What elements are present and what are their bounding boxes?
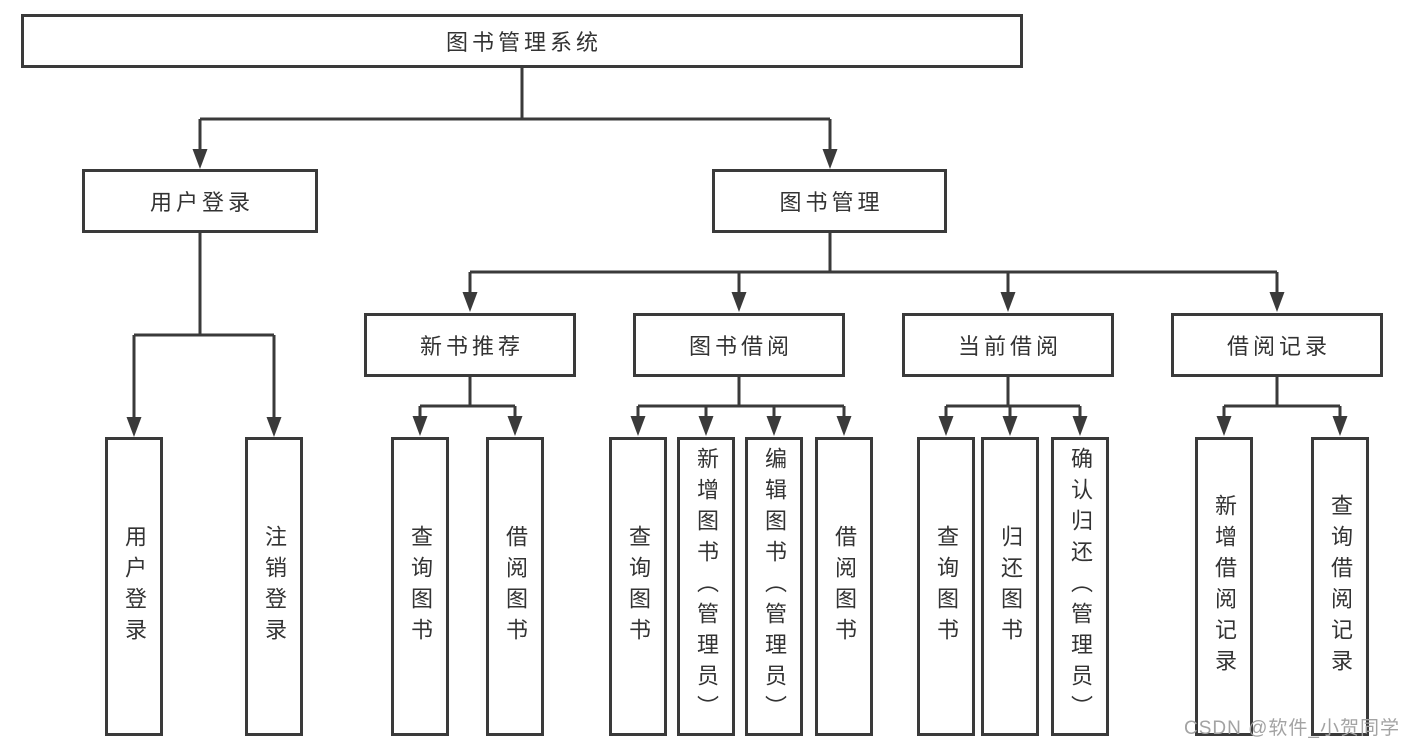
leaf-return-book: 归还图书 (981, 437, 1039, 736)
leaf-borrow-books-label: 借阅图书 (832, 524, 857, 649)
node-current-borrow: 当前借阅 (902, 313, 1114, 377)
leaf-edit-book-admin-label: 编辑图书（管理员） (762, 447, 787, 726)
leaf-query-books-current-label: 查询图书 (934, 524, 959, 649)
leaf-user-login: 用户登录 (105, 437, 163, 736)
leaf-add-borrow-record-label: 新增借阅记录 (1212, 493, 1237, 680)
node-root: 图书管理系统 (21, 14, 1023, 68)
leaf-logout: 注销登录 (245, 437, 303, 736)
node-book-borrow: 图书借阅 (633, 313, 845, 377)
node-borrow-records: 借阅记录 (1171, 313, 1383, 377)
tree-edges (132, 68, 1342, 420)
leaf-user-login-label: 用户登录 (122, 524, 147, 649)
leaf-borrow-books-recommend-label: 借阅图书 (503, 524, 528, 649)
leaf-query-borrow-record-label: 查询借阅记录 (1328, 493, 1353, 680)
leaf-query-books-recommend-label: 查询图书 (408, 524, 433, 649)
leaf-query-books-borrow-label: 查询图书 (626, 524, 651, 649)
node-user-login: 用户登录 (82, 169, 318, 233)
leaf-query-borrow-record: 查询借阅记录 (1311, 437, 1369, 736)
csdn-watermark: CSDN @软件_小贺同学 (1184, 718, 1400, 739)
leaf-borrow-books: 借阅图书 (815, 437, 873, 736)
leaf-query-books-borrow: 查询图书 (609, 437, 667, 736)
leaf-logout-label: 注销登录 (262, 524, 287, 649)
leaf-query-books-current: 查询图书 (917, 437, 975, 736)
leaf-borrow-books-recommend: 借阅图书 (486, 437, 544, 736)
leaf-return-book-label: 归还图书 (998, 524, 1023, 649)
leaf-add-book-admin: 新增图书（管理员） (677, 437, 735, 736)
leaf-confirm-return-admin: 确认归还（管理员） (1051, 437, 1109, 736)
leaf-add-borrow-record: 新增借阅记录 (1195, 437, 1253, 736)
node-new-book-recommend: 新书推荐 (364, 313, 576, 377)
node-book-management: 图书管理 (712, 169, 947, 233)
arrowheads (126, 149, 1348, 437)
leaf-edit-book-admin: 编辑图书（管理员） (745, 437, 803, 736)
leaf-confirm-return-admin-label: 确认归还（管理员） (1068, 447, 1093, 726)
leaf-query-books-recommend: 查询图书 (391, 437, 449, 736)
leaf-add-book-admin-label: 新增图书（管理员） (694, 447, 719, 726)
